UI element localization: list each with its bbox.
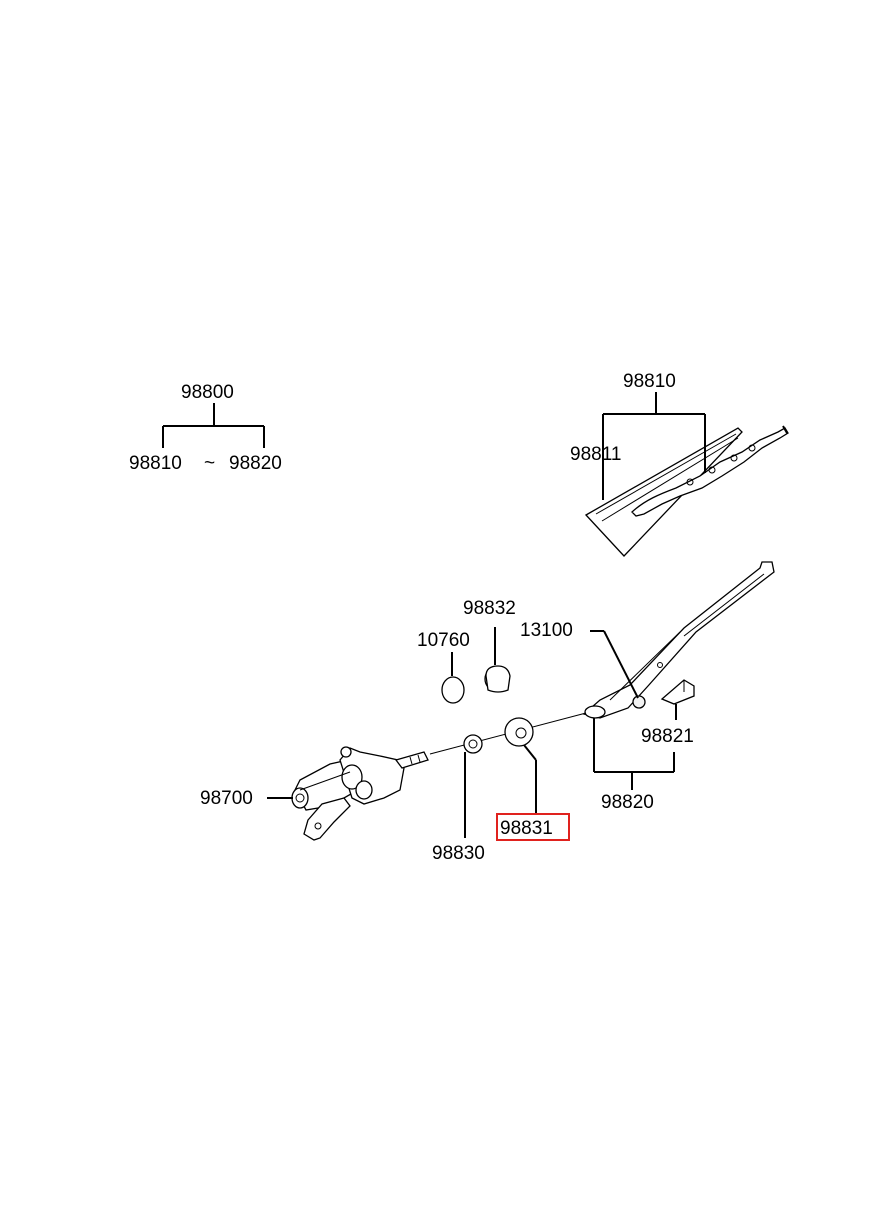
highlight-box-98831 bbox=[496, 813, 570, 841]
label-range-tilde: ~ bbox=[204, 453, 215, 474]
label-blade-98810[interactable]: 98810 bbox=[623, 371, 676, 392]
arm-bracket bbox=[593, 718, 675, 790]
label-arm-cap-98821[interactable]: 98821 bbox=[641, 726, 694, 747]
label-seal-98831[interactable]: 98831 bbox=[500, 818, 553, 839]
label-assembly-98800[interactable]: 98800 bbox=[181, 382, 234, 403]
nut-13100-shape bbox=[632, 695, 646, 709]
wiper-arm-drawing bbox=[582, 561, 775, 719]
cap-98832-shape bbox=[484, 665, 511, 693]
label-bushing-98830[interactable]: 98830 bbox=[432, 843, 485, 864]
seal-98831-shape bbox=[504, 717, 534, 747]
label-nut-13100[interactable]: 13100 bbox=[520, 620, 573, 641]
wiper-blade-drawing bbox=[584, 425, 789, 557]
arm-cap-98821-shape bbox=[660, 679, 695, 705]
wiper-motor-drawing bbox=[291, 746, 429, 841]
washer-10760-shape bbox=[441, 676, 465, 704]
label-range-to-98820[interactable]: 98820 bbox=[229, 453, 282, 474]
label-motor-98700[interactable]: 98700 bbox=[200, 788, 253, 809]
label-refill-98811[interactable]: 98811 bbox=[570, 444, 621, 465]
blade-bracket bbox=[602, 392, 706, 500]
bushing-98830-shape bbox=[463, 734, 483, 754]
assembly-bracket bbox=[162, 403, 265, 448]
label-arm-98820[interactable]: 98820 bbox=[601, 792, 654, 813]
label-cap-98832[interactable]: 98832 bbox=[463, 598, 516, 619]
label-washer-10760[interactable]: 10760 bbox=[417, 630, 470, 651]
label-range-from-98810[interactable]: 98810 bbox=[129, 453, 182, 474]
